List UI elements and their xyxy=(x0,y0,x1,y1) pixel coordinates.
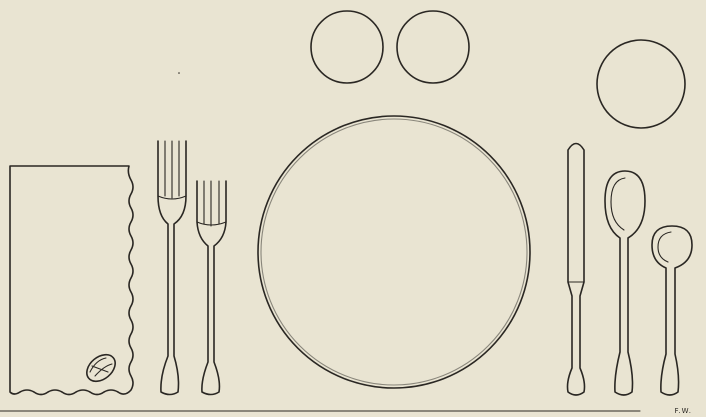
water-glass-icon xyxy=(597,40,685,128)
bread-plate-middle-icon xyxy=(397,11,469,83)
dinner-knife-icon xyxy=(568,144,585,396)
monogram-icon xyxy=(82,349,121,386)
soup-spoon-icon xyxy=(605,171,645,395)
teaspoon-icon xyxy=(652,226,692,395)
bread-plate-left-icon xyxy=(311,11,383,83)
dinner-fork-icon xyxy=(158,141,186,395)
artist-signature: F.W. xyxy=(675,407,692,415)
napkin-icon xyxy=(10,166,133,395)
salad-fork-icon xyxy=(197,181,226,395)
paper-speck xyxy=(178,72,180,74)
dinner-plate-icon xyxy=(258,116,530,388)
